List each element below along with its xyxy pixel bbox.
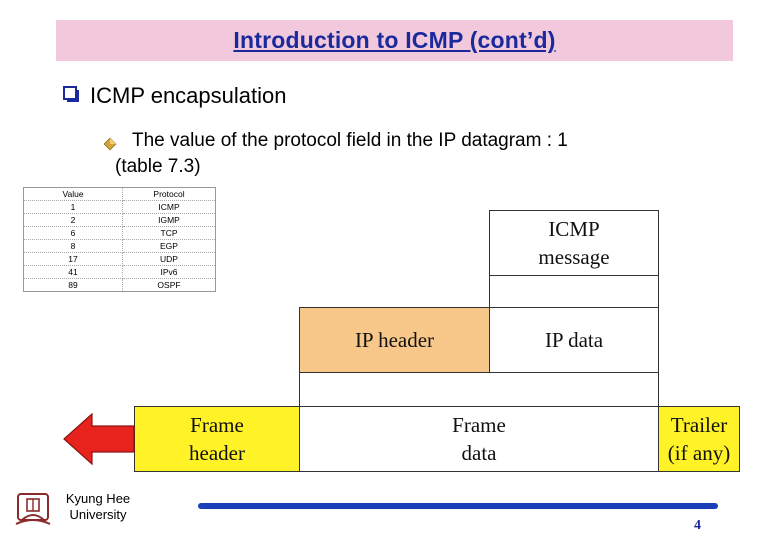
slide-title: Introduction to ICMP (cont’d) <box>233 27 556 53</box>
cell-protocol: UDP <box>122 252 216 266</box>
title-bar: Introduction to ICMP (cont’d) <box>56 20 733 61</box>
sub-bullet-text: The value of the protocol field in the I… <box>132 130 568 151</box>
frame-header-box: Frame header <box>134 406 300 472</box>
cell-value: 89 <box>23 278 123 292</box>
cell-value: 2 <box>23 213 123 227</box>
trailer-label: Trailer (if any) <box>667 413 731 465</box>
sub-bullet-text-cont: (table 7.3) <box>115 156 201 177</box>
table-header-row: Value Protocol <box>23 187 216 201</box>
university-name: Kyung Hee University <box>65 491 131 522</box>
cell-protocol: IGMP <box>122 213 216 227</box>
ip-header-label: IP header <box>354 328 435 352</box>
cell-value: 6 <box>23 226 123 240</box>
header-value: Value <box>23 187 123 201</box>
frame-data-label: Frame data <box>452 413 506 465</box>
left-arrow-icon <box>63 412 135 466</box>
trailer-box: Trailer (if any) <box>658 406 740 472</box>
university-seal-icon <box>15 493 51 525</box>
cell-value: 41 <box>23 265 123 279</box>
cell-protocol: TCP <box>122 226 216 240</box>
ip-data-box: IP data <box>489 307 659 373</box>
ip-header-box: IP header <box>299 307 490 373</box>
cell-protocol: IPv6 <box>122 265 216 279</box>
cell-value: 17 <box>23 252 123 266</box>
cell-protocol: OSPF <box>122 278 216 292</box>
footer-bar <box>198 503 718 509</box>
frame-header-label: Frame header <box>189 413 245 465</box>
cell-protocol: EGP <box>122 239 216 253</box>
page-number: 4 <box>694 518 701 533</box>
section-heading: ICMP encapsulation <box>90 83 287 108</box>
frame-data-box: Frame data <box>299 406 659 472</box>
diamond-bullet-icon <box>103 137 117 151</box>
cell-protocol: ICMP <box>122 200 216 214</box>
ip-data-label: IP data <box>544 328 604 352</box>
checkbox-bullet-icon <box>63 86 79 102</box>
cell-value: 8 <box>23 239 123 253</box>
icmp-message-box: ICMP message <box>489 210 659 276</box>
icmp-message-label: ICMP message <box>538 217 610 269</box>
header-protocol: Protocol <box>122 187 216 201</box>
cell-value: 1 <box>23 200 123 214</box>
